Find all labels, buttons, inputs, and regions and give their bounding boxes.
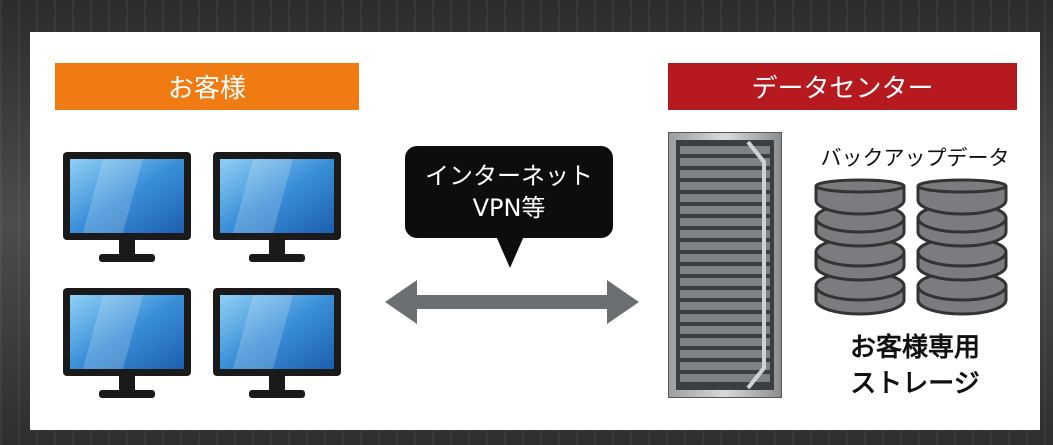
storage-label-line1: お客様専用 xyxy=(849,333,980,363)
bubble-tail xyxy=(496,236,524,268)
double-arrow-icon xyxy=(385,280,639,324)
monitor-icon xyxy=(63,152,191,262)
monitor-icon xyxy=(213,288,341,398)
storage-label-line2: ストレージ xyxy=(850,369,980,399)
customer-banner: お客様 xyxy=(55,63,359,110)
backup-label: バックアップデータ xyxy=(820,146,1010,170)
server-rack-icon xyxy=(668,132,782,398)
connection-line1: インターネット xyxy=(425,162,593,190)
monitor-icon xyxy=(213,152,341,262)
connection-bubble: インターネット VPN等 xyxy=(405,146,613,238)
datacenter-banner: データセンター xyxy=(668,63,1017,110)
database-icon xyxy=(916,178,1008,316)
database-icon xyxy=(814,178,906,316)
monitor-icon xyxy=(63,288,191,398)
customer-label: お客様 xyxy=(167,74,246,104)
datacenter-label: データセンター xyxy=(751,74,934,104)
connection-line2: VPN等 xyxy=(472,194,546,222)
storage-label: お客様専用 ストレージ xyxy=(800,330,1030,402)
